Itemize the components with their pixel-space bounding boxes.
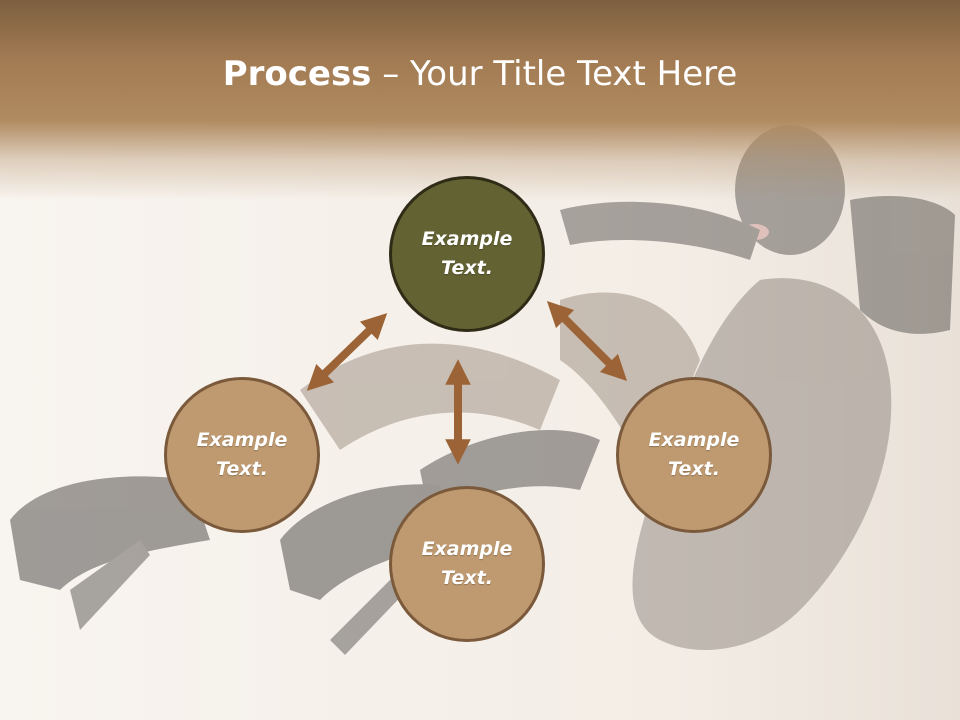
title-rest: – Your Title Text Here [371, 54, 738, 94]
arrow-top-left [306, 313, 388, 391]
node-top: Example Text. [389, 176, 545, 332]
header-band [0, 0, 960, 200]
node-bottom: Example Text. [389, 486, 545, 642]
title-bold: Process [222, 54, 372, 94]
node-left: Example Text. [164, 377, 320, 533]
node-right-label: Example Text. [648, 429, 740, 480]
node-left-label: Example Text. [196, 429, 288, 480]
slide-title: Process – Your Title Text Here [0, 52, 960, 96]
node-bottom-label: Example Text. [421, 538, 513, 589]
node-right: Example Text. [616, 377, 772, 533]
arrow-top-right [546, 300, 628, 382]
node-top-label: Example Text. [421, 228, 513, 279]
